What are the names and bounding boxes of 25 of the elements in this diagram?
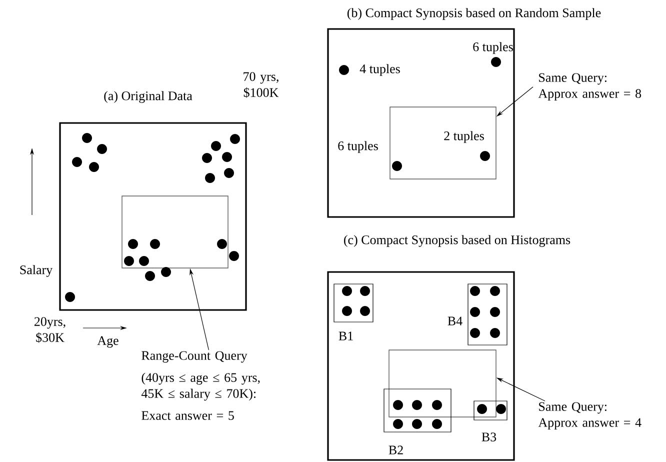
query-box xyxy=(390,106,496,180)
count-label: 2 tuples xyxy=(444,131,484,143)
axis-label: Age xyxy=(97,336,118,348)
panel-heading: (a) Original Data xyxy=(104,91,192,103)
corner-label: 20yrs, $30K xyxy=(34,317,66,343)
bucket-label: B3 xyxy=(482,432,496,442)
query-note: Same Query: xyxy=(539,402,606,414)
count-label: 4 tuples xyxy=(360,64,400,76)
bucket-label: B2 xyxy=(388,446,403,454)
corner-label: 70 yrs, $100K xyxy=(244,72,279,98)
panel-heading: (b) Compact Synopsis based on Random Sample xyxy=(347,8,601,20)
bucket-label: B4 xyxy=(448,316,462,326)
panel-heading: (c) Compact Synopsis based on Histograms xyxy=(344,235,570,247)
bucket-label: B1 xyxy=(338,332,353,340)
query-note: Approx answer = 8 xyxy=(538,89,642,101)
query-box xyxy=(122,196,228,268)
query-note: (40yrs ≤ age ≤ 65 yrs, 45K ≤ salary ≤ 70K): xyxy=(141,372,260,401)
query-note: Exact answer = 5 xyxy=(142,411,234,420)
query-box xyxy=(388,350,496,418)
count-label: 6 tuples xyxy=(473,42,513,54)
count-label: 6 tuples xyxy=(338,141,378,153)
query-note: Range-Count Query xyxy=(142,351,248,363)
query-note: Same Query: xyxy=(539,73,606,85)
axis-label: Salary xyxy=(20,265,53,277)
query-note: Approx answer = 4 xyxy=(538,418,642,430)
